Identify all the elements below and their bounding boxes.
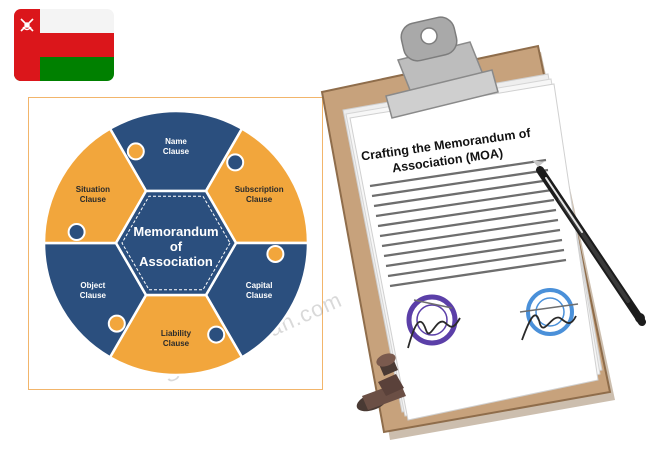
document-text-lines [369,158,567,288]
puzzle-tab-5 [67,223,86,242]
pen-icon [532,160,646,326]
segment-labels: NameClauseSubscriptionClauseCapitalClaus… [76,137,284,348]
clipboard-clip [385,16,499,119]
document-text-line-4 [375,188,553,218]
segment-5-label-line-2: Clause [80,291,107,300]
stamp-purple-icon [406,294,458,346]
segment-5-label-line-1: Object [80,281,105,290]
document-text-line-5 [377,198,555,228]
segment-3-label-line-2: Clause [246,291,273,300]
wheel-segment-6 [42,126,148,245]
document-text-line-3 [373,178,551,208]
document-text-line-9 [385,238,563,268]
rubber-stamp-icon [356,353,406,412]
puzzle-tabs [67,142,285,344]
puzzle-tab-2 [266,244,285,263]
document-text-line-10 [387,248,565,278]
document-text-line-6 [379,208,557,238]
signature-left [406,294,461,349]
segment-2-label-line-1: Subscription [235,185,284,194]
document-text-line-8 [383,228,561,258]
puzzle-tab-3 [207,325,226,344]
segment-1-label-line-2: Clause [163,147,190,156]
center-hexagon [114,189,238,297]
puzzle-tab-6 [126,142,145,161]
moa-wheel: Memorandum of Association NameClauseSubs… [42,109,310,377]
document-text-line-2 [371,168,549,198]
document-text-line-7 [381,218,559,248]
segment-2-label-line-2: Clause [246,195,273,204]
clipboard-illustration: Crafting the Memorandum of Association (… [320,16,646,440]
segment-1-label-line-1: Name [165,137,187,146]
stamp-blue-icon [526,288,574,336]
document-text-line-11 [389,258,567,288]
segment-4-label-line-1: Liability [161,329,192,338]
segment-6-label-line-1: Situation [76,185,110,194]
segment-6-label-line-2: Clause [80,195,107,204]
center-label-line-3: Association [139,254,213,269]
puzzle-tab-1 [226,153,245,172]
puzzle-tab-4 [107,314,126,333]
center-hexagon-border [121,195,231,291]
segment-4-label-line-2: Clause [163,339,190,348]
diagram-frame [28,97,323,390]
center-label-line-2: of [170,239,183,254]
oman-flag-icon [14,9,114,81]
signature-right [519,288,579,341]
document-text-line-1 [369,158,547,188]
center-label-line-1: Memorandum [133,224,218,239]
segment-3-label-line-1: Capital [246,281,273,290]
